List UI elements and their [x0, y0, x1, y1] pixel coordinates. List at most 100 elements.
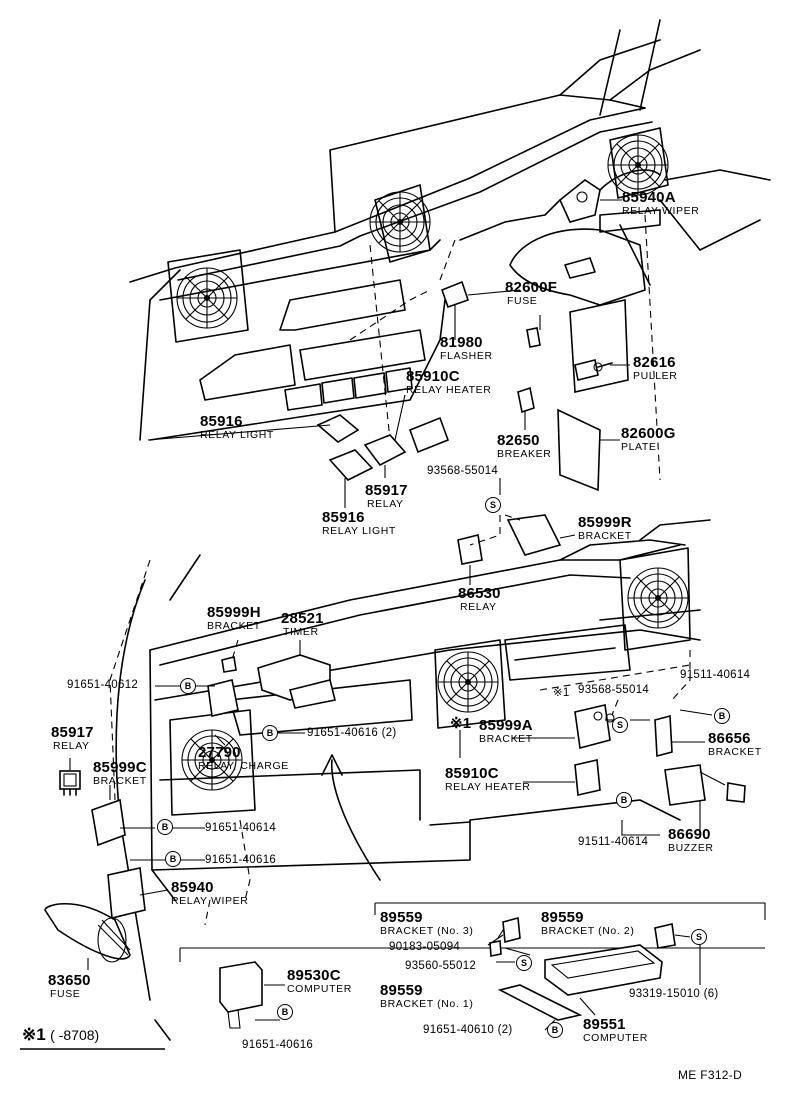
part-name: TIMER	[283, 625, 319, 638]
part-number: 89530C	[287, 967, 341, 984]
part-82616: 82616 PULLER	[633, 355, 677, 382]
note-mark-1: ※1	[553, 684, 570, 701]
screw-symbol: S	[691, 929, 707, 945]
part-81980: 81980 FLASHER	[440, 335, 493, 362]
part-name: BRACKET (No. 3)	[380, 924, 474, 937]
part-85999H: 85999H BRACKET	[207, 605, 261, 632]
part-name: PULLER	[633, 369, 678, 382]
part-number: 85999A	[479, 717, 533, 734]
part-number: 85999H	[207, 604, 261, 621]
part-number: 82600F	[505, 279, 558, 296]
bolt-symbol: B	[277, 1004, 293, 1020]
footnote-text: ( -8708)	[50, 1027, 100, 1043]
part-85940: 85940 RELAY WIPER	[171, 880, 248, 907]
part-name: FUSE	[50, 987, 81, 1000]
part-83650: 83650 FUSE	[48, 973, 91, 1000]
screw-symbol: S	[516, 955, 532, 971]
note-mark: ※1	[450, 715, 472, 732]
lower-leaders	[69, 639, 766, 970]
part-85917-top: 85917 RELAY	[365, 483, 408, 510]
upper-leaders	[147, 199, 630, 585]
fastener-93560-55012: 93560-55012	[405, 960, 477, 972]
part-name: COMPUTER	[287, 982, 352, 995]
part-89559-no1: 89559 BRACKET (No. 1)	[380, 983, 473, 1010]
note-mark: ※1	[553, 687, 570, 699]
part-name: BRACKET	[708, 745, 762, 758]
part-name: BREAKER	[497, 447, 552, 460]
part-85999A-label: 85999A BRACKET	[479, 718, 533, 745]
part-number: 82600G	[621, 425, 676, 442]
part-name: RELAY WIPER	[171, 894, 249, 907]
part-number: 85999R	[578, 514, 632, 531]
part-85916-a: 85916 RELAY LIGHT	[200, 414, 274, 441]
part-name: FLASHER	[440, 349, 493, 362]
part-number: 85910C	[406, 368, 460, 385]
part-number: 81980	[440, 334, 483, 351]
part-name: RELAY LIGHT	[200, 428, 274, 441]
part-name: BRACKET	[93, 774, 147, 787]
bolt-symbol: B	[547, 1022, 563, 1038]
part-85917-left: 85917 RELAY	[51, 725, 94, 752]
fastener-91651-40616-a: 91651-40616	[205, 854, 277, 866]
fastener-91651-40616-b: 91651-40616	[242, 1039, 314, 1051]
part-name: BUZZER	[668, 841, 714, 854]
part-name: COMPUTER	[583, 1031, 648, 1044]
part-28521: 28521 TIMER	[281, 611, 324, 638]
part-number: 85940	[171, 879, 214, 896]
fastener-93319-15010: 93319-15010 (6)	[629, 988, 719, 1000]
part-name: RELAY	[460, 600, 497, 613]
part-86656: 86656 BRACKET	[708, 731, 762, 758]
bolt-symbol: B	[616, 792, 632, 808]
part-89559-no2: 89559 BRACKET (No. 2)	[541, 910, 634, 937]
part-name: RELAY HEATER	[406, 383, 492, 396]
bolt-symbol: B	[262, 725, 278, 741]
part-name: PLATE	[621, 440, 657, 453]
part-85999C: 85999C BRACKET	[93, 760, 147, 787]
part-number: 82650	[497, 432, 540, 449]
part-number: 85917	[365, 482, 408, 499]
footnote-mark: ※1	[22, 1025, 46, 1044]
bolt-symbol: B	[157, 819, 173, 835]
part-name: RELAY WIPER	[622, 204, 700, 217]
part-85910C-top: 85910C RELAY HEATER	[406, 369, 491, 396]
part-number: 82616	[633, 354, 676, 371]
part-number: 85917	[51, 724, 94, 741]
part-number: 86530	[458, 585, 501, 602]
part-number: 85910C	[445, 765, 499, 782]
part-name: BRACKET	[479, 732, 533, 745]
part-name: FUSE	[507, 294, 538, 307]
screw-symbol: S	[612, 717, 628, 733]
part-name: RELAY LIGHT	[322, 524, 396, 537]
part-name: BRACKET (No. 2)	[541, 924, 635, 937]
part-number: 83650	[48, 972, 91, 989]
part-89559-no3: 89559 BRACKET (No. 3)	[380, 910, 473, 937]
fastener-90183-05094: 90183-05094	[389, 941, 461, 953]
page-code: ME F312-D	[678, 1068, 743, 1082]
part-86530: 86530 RELAY	[458, 586, 501, 613]
bolt-symbol: B	[180, 678, 196, 694]
part-name: BRACKET	[578, 529, 632, 542]
part-89530C: 89530C COMPUTER	[287, 968, 352, 995]
part-82600F: 82600F FUSE	[505, 280, 557, 307]
part-number: 85916	[200, 413, 243, 430]
part-number: 85999C	[93, 759, 147, 776]
part-85916-b: 85916 RELAY LIGHT	[322, 510, 396, 537]
part-number: 86690	[668, 826, 711, 843]
fastener-91511-40614-b: 91511-40614	[578, 836, 649, 848]
part-name: RELAY HEATER	[445, 780, 531, 793]
part-number: 85940A	[622, 189, 676, 206]
upper-dashboard	[129, 19, 771, 481]
part-85910C-low: 85910C RELAY HEATER	[445, 766, 530, 793]
upper-parts	[316, 179, 629, 565]
part-number: 27790	[198, 744, 241, 761]
part-number: 89559	[541, 909, 584, 926]
fastener-93568-low: 93568-55014	[578, 684, 650, 696]
part-number: 89551	[583, 1016, 626, 1033]
fastener-91651-40612: 91651-40612	[67, 679, 139, 691]
bolt-symbol: B	[714, 708, 730, 724]
part-name: RELAY	[53, 739, 90, 752]
screw-symbol: S	[485, 497, 501, 513]
bolt-symbol: B	[165, 851, 181, 867]
part-number: 86656	[708, 730, 751, 747]
